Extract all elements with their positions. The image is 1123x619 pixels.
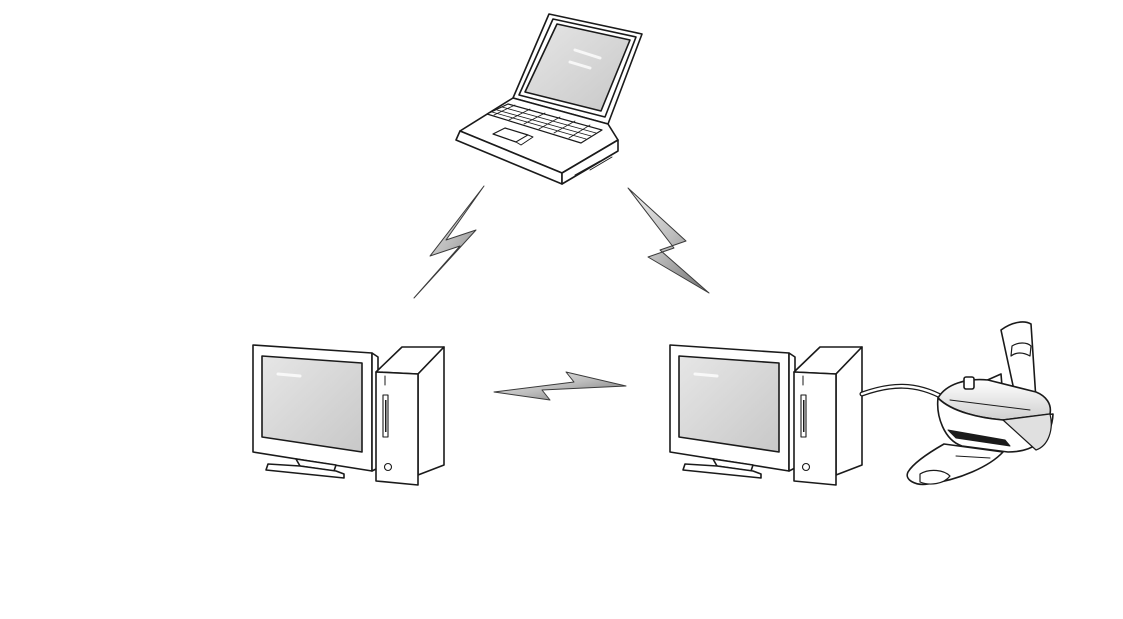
lightning-bolt-icon [494,372,626,400]
desktop-computer-icon [670,345,862,485]
lightning-bolt-icon [628,188,709,293]
laptop-icon [456,14,642,184]
cable-icon [862,386,944,398]
printer-icon [907,322,1053,484]
desktop-computer-icon [253,345,444,485]
lightning-bolt-icon [414,186,484,298]
